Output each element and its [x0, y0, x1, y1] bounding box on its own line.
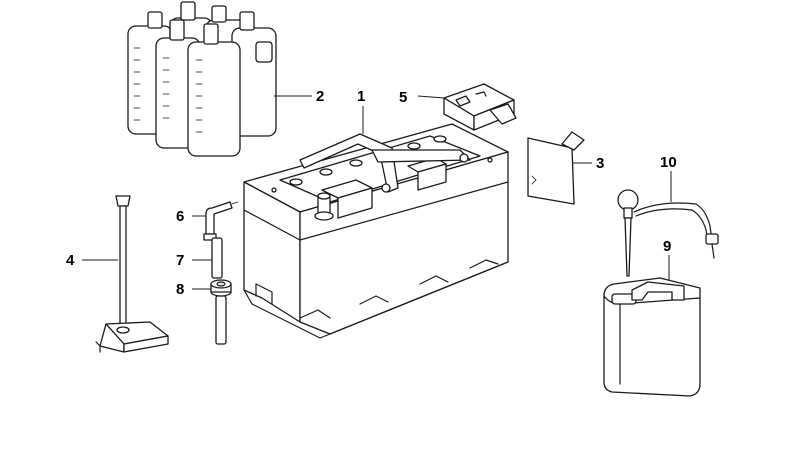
callout-7: 7 [176, 252, 184, 269]
callout-2: 2 [316, 88, 324, 105]
hose-grommet[interactable] [210, 279, 232, 297]
vent-elbow[interactable] [203, 201, 239, 241]
callout-3: 3 [596, 155, 604, 172]
callouts: 1 2 3 4 5 6 7 8 9 10 [66, 88, 677, 298]
battery-box[interactable] [243, 123, 509, 339]
water-canister[interactable] [603, 277, 701, 397]
terminal-cover[interactable] [443, 83, 517, 131]
callout-10: 10 [660, 154, 677, 171]
fluid-bottles[interactable] [127, 1, 277, 157]
vent-hose[interactable] [211, 237, 227, 345]
callout-1: 1 [357, 88, 365, 105]
callout-6: 6 [176, 208, 184, 225]
callout-4: 4 [66, 252, 75, 269]
callout-8: 8 [176, 281, 184, 298]
leader-lines [82, 95, 672, 290]
callout-5: 5 [399, 89, 407, 106]
hydrometer[interactable] [617, 189, 719, 277]
battery-holder-rod[interactable] [95, 195, 169, 353]
callout-9: 9 [663, 238, 671, 255]
insulating-plate[interactable] [527, 131, 585, 205]
